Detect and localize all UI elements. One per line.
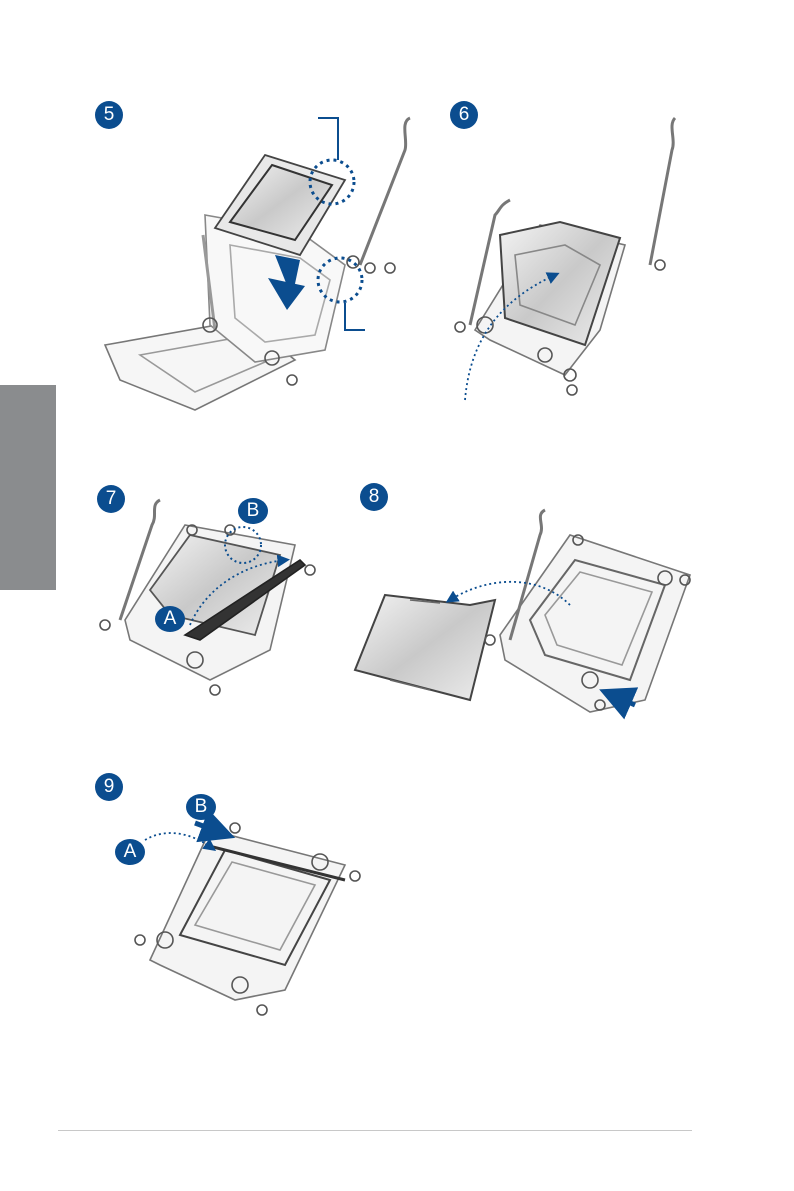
step-5-badge: 5 [95, 101, 123, 129]
step-7-illustration [100, 500, 315, 695]
step-6-illustration [455, 118, 675, 400]
step-9-callout-b: B [186, 794, 216, 820]
step-9-callout-a: A [115, 839, 145, 865]
step-7-badge: 7 [97, 485, 125, 513]
step-5-illustration [105, 118, 410, 410]
step-8-illustration [355, 510, 690, 712]
step-7-callout-a: A [155, 606, 185, 632]
step-6-badge: 6 [450, 101, 478, 129]
step-9-badge: 9 [95, 773, 123, 801]
step-9-illustration [135, 823, 360, 1015]
step-7-callout-b: B [238, 498, 268, 524]
footer-rule [58, 1130, 692, 1131]
step-8-badge: 8 [360, 483, 388, 511]
